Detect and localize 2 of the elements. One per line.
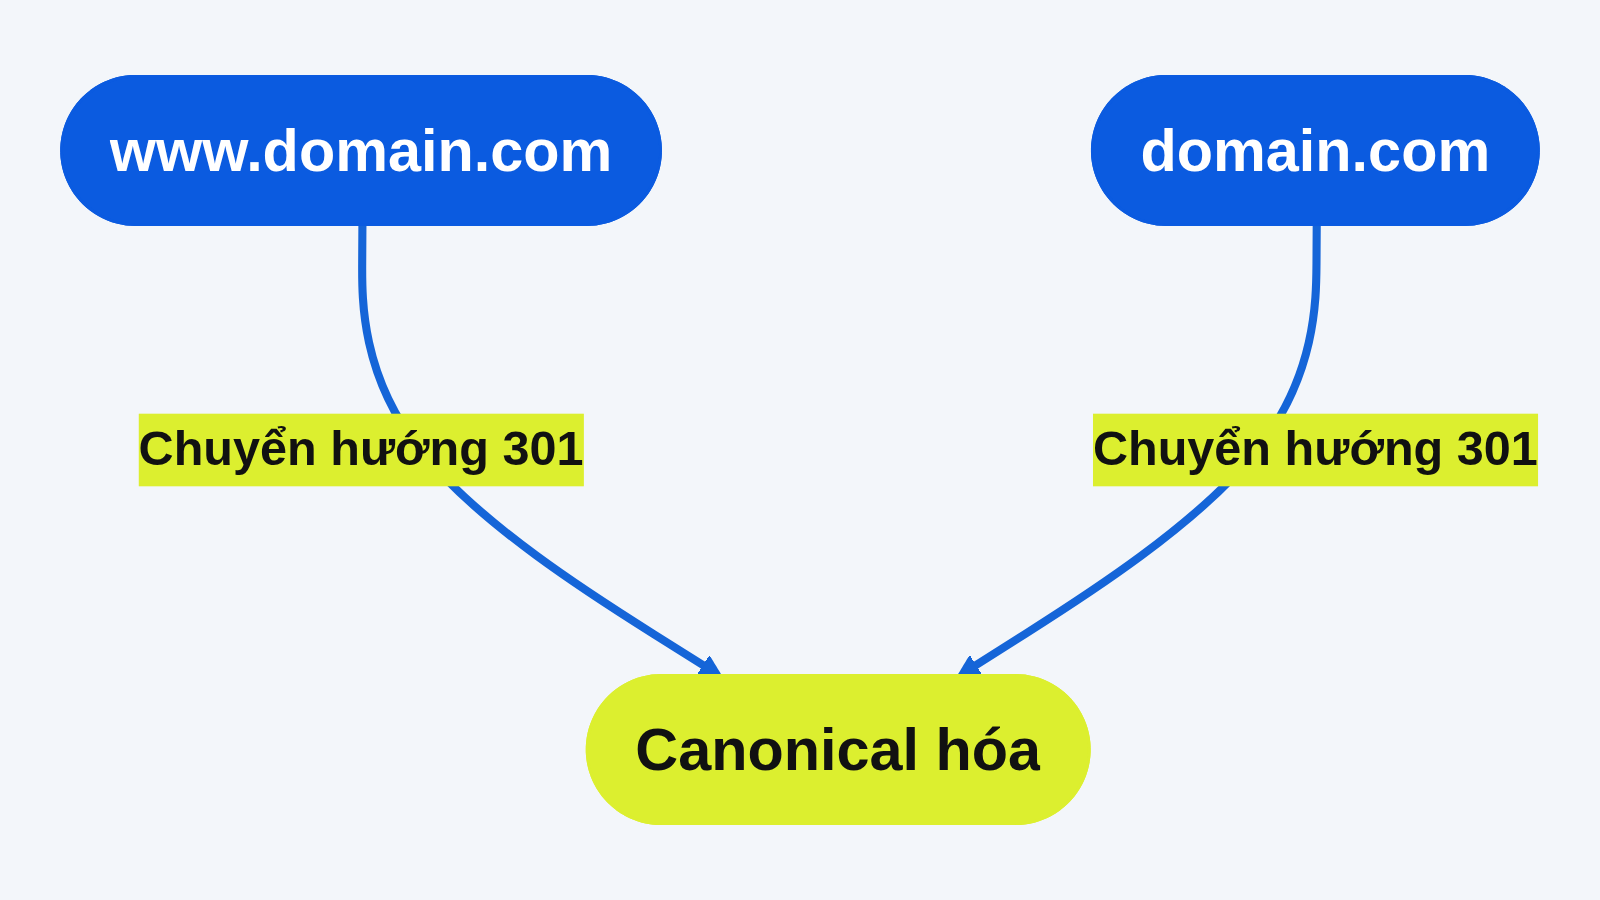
edge-label: Chuyển hướng 301: [138, 421, 584, 476]
edge-label: Chuyển hướng 301: [1092, 421, 1538, 476]
